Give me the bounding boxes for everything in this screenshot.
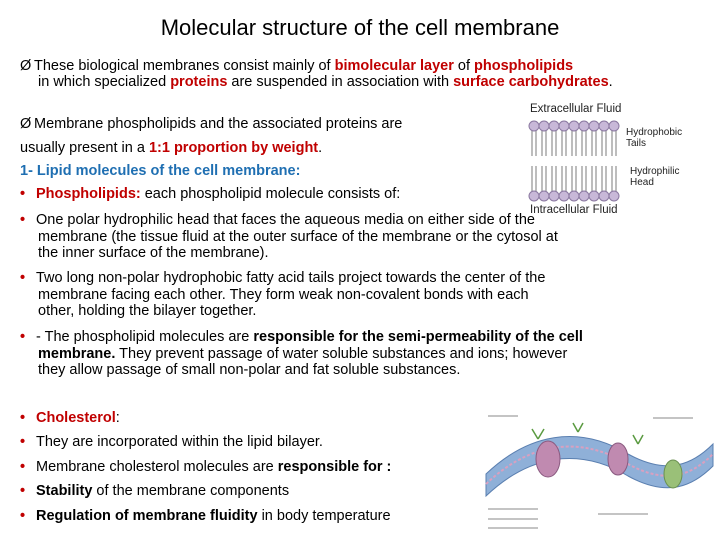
hydrophilic-head [528,190,540,202]
bullet: • [20,270,26,286]
bullet: • [20,483,26,499]
hydrophilic-head [558,190,570,202]
membrane-model-figure [478,404,718,532]
tails-item-line-2: membrane facing each other. They form we… [38,287,529,303]
hydrophobic-label: Hydrophobic [626,127,683,138]
hydrophilic-head [528,120,540,132]
head-item-line-1: One polar hydrophilic head that faces th… [36,212,535,228]
intracellular-label: Intracellular Fluid [530,204,618,216]
hydrophilic-head [608,120,620,132]
bullet: • [20,434,26,450]
hydrophilic-head [588,190,600,202]
cholesterol-item-1: They are incorporated within the lipid b… [36,434,323,450]
bullet: • [20,329,26,345]
permeability-item-line-1: - The phospholipid molecules are respons… [36,329,583,345]
proportion-marker: Ø [20,116,32,132]
hydrophilic-head [598,120,610,132]
phospholipid-bilayer-figure: Extracellular Fluid Hydrophobic Tails Hy… [520,102,720,220]
intro-line-1: These biological membranes consist mainl… [34,58,574,74]
head-label: Head [630,177,654,188]
proportion-line-1: Membrane phospholipids and the associate… [34,116,403,132]
hydrophilic-head [568,120,580,132]
tails-item-line-3: other, holding the bilayer together. [38,303,257,319]
tails-item-line-1: Two long non-polar hydrophobic fatty aci… [36,270,546,286]
fluid-mosaic-illustration [485,415,714,529]
hydrophilic-label: Hydrophilic [630,166,680,177]
bilayer-diagram [528,120,620,202]
hydrophilic-head [558,120,570,132]
hydrophilic-head [578,120,590,132]
tails-label: Tails [626,138,647,149]
permeability-item-line-3: they allow passage of small non-polar an… [38,362,461,378]
hydrophilic-head [538,190,550,202]
intro-marker: Ø [20,58,32,74]
page-title: Molecular structure of the cell membrane [160,15,560,40]
bullet: • [20,212,26,228]
hydrophilic-head [598,190,610,202]
bullet: • [20,186,26,202]
cholesterol-item-4: Regulation of membrane fluidity in body … [36,508,391,524]
head-item-line-3: the inner surface of the membrane). [38,245,269,261]
hydrophilic-head [548,120,560,132]
hydrophilic-head [568,190,580,202]
hydrophilic-head [588,120,600,132]
bullet: • [20,459,26,475]
lipid-heading: 1- Lipid molecules of the cell membrane: [20,163,301,179]
permeability-item-line-2: membrane. They prevent passage of water … [38,346,568,362]
head-item-line-2: membrane (the tissue fluid at the outer … [38,229,558,245]
hydrophilic-head [548,190,560,202]
bullet: • [20,410,26,426]
hydrophilic-head [578,190,590,202]
hydrophilic-head [538,120,550,132]
bullet: • [20,508,26,524]
phospholipids-item: Phospholipids: each phospholipid molecul… [36,186,401,202]
extracellular-label: Extracellular Fluid [530,103,622,115]
cholesterol-item-3: Stability of the membrane components [36,483,290,499]
cholesterol-item-2: Membrane cholesterol molecules are respo… [36,459,392,475]
proportion-line-2: usually present in a 1:1 proportion by w… [20,140,323,156]
hydrophilic-head [608,190,620,202]
cholesterol-heading: Cholesterol: [36,410,120,426]
intro-line-2: in which specialized proteins are suspen… [38,74,613,90]
